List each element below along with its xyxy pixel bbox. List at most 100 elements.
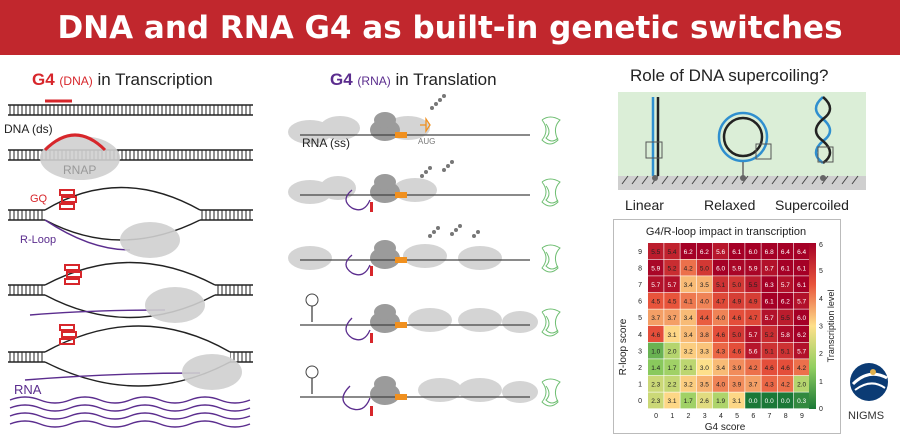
heatmap-cell-label: 6.3 (765, 282, 774, 289)
heatmap-cell-label: 6.0 (748, 249, 757, 256)
heatmap-cell-label: 5.1 (716, 282, 725, 289)
dna-gq-row3 (8, 186, 253, 258)
heatmap-cell (664, 375, 680, 392)
heatmap-cell (761, 326, 777, 342)
y-tick-label: 9 (638, 249, 642, 256)
heatmap-cell-label: 6.4 (781, 249, 790, 256)
heatmap-cell-label: 6.4 (797, 249, 806, 256)
heatmap-cell (680, 392, 696, 409)
heatmap-cell-label: 5.5 (781, 315, 790, 322)
heatmap-cell (696, 309, 713, 326)
heatmap-ylabel: R-loop score (618, 318, 629, 375)
heatmap-cell (777, 359, 794, 376)
heatmap-cell (648, 326, 664, 342)
heatmap-cell (761, 259, 777, 276)
heatmap-cell-label: 3.1 (732, 398, 741, 405)
heatmap-cell (696, 375, 713, 392)
supercoiled-dna (814, 96, 834, 181)
translation-row-3 (288, 224, 561, 276)
heatmap-cell-label: 6.8 (765, 249, 774, 256)
heatmap-cell-label: 5.0 (700, 265, 709, 272)
heatmap-cell-label: 3.5 (700, 282, 709, 289)
transcription-diagram (8, 99, 253, 428)
heatmap-cell-label: 3.1 (667, 398, 676, 405)
gq-label: GQ (30, 193, 48, 205)
heatmap-cell (712, 276, 729, 293)
heatmap-cell-label: 6.2 (700, 249, 709, 256)
relaxed-dna (717, 111, 772, 181)
heatmap-cell-label: 5.1 (765, 348, 774, 355)
heatmap-cell-label: 6.1 (765, 299, 774, 306)
dna-rloop-row4 (8, 261, 253, 323)
heatmap-cell (761, 292, 777, 309)
heatmap-cell-label: 6.2 (781, 299, 790, 306)
heatmap-cell-label: 5.8 (781, 332, 790, 339)
heatmap-cell-label: 5.0 (732, 282, 741, 289)
heatmap-cell (696, 359, 713, 376)
heatmap-cell (729, 259, 745, 276)
title-mol: (DNA) (59, 74, 93, 88)
heatmap-cell-label: 4.6 (732, 348, 741, 355)
rna-ss-label: RNA (ss) (302, 136, 350, 150)
title-mol: (RNA) (357, 74, 391, 88)
heatmap-cell (761, 375, 777, 392)
heatmap-cell (793, 326, 810, 342)
heatmap-cell (680, 243, 696, 259)
heatmap-cell-label: 4.6 (716, 332, 725, 339)
y-tick-label: 7 (638, 282, 642, 289)
x-tick-label: 2 (687, 413, 691, 420)
heatmap-cell-label: 3.4 (684, 282, 693, 289)
heatmap-cell (664, 392, 680, 409)
colorbar-tick-label: 2 (819, 351, 823, 358)
heatmap-cell (712, 326, 729, 342)
heatmap-cell (761, 359, 777, 376)
translation-title: G4 (RNA) in Translation (330, 70, 497, 90)
heatmap-cell (761, 392, 777, 409)
heatmap-cell-label: 5.6 (716, 249, 725, 256)
colorbar-tick-label: 4 (819, 296, 823, 303)
heatmap-cell-label: 5.2 (765, 332, 774, 339)
heatmap-cell (648, 243, 664, 259)
heatmap-cell-label: 0.0 (781, 398, 790, 405)
heatmap-cell-label: 0.0 (748, 398, 757, 405)
heatmap-cell (680, 342, 696, 359)
heatmap-cell (712, 342, 729, 359)
heatmap-cell (648, 342, 664, 359)
heatmap-cell-label: 3.5 (700, 382, 709, 389)
heatmap-cell-label: 3.9 (732, 382, 741, 389)
heatmap-cell-label: 2.3 (651, 398, 660, 405)
heatmap-cell (712, 259, 729, 276)
heatmap-cell-label: 3.3 (700, 348, 709, 355)
heatmap-cell (761, 309, 777, 326)
heatmap-cell (729, 243, 745, 259)
heatmap-cell-label: 4.5 (651, 299, 660, 306)
title-g4: G4 (330, 70, 353, 89)
linear-dna (645, 97, 663, 181)
heatmap-cell (680, 375, 696, 392)
x-tick-label: 5 (735, 413, 739, 420)
heatmap-cell-label: 1.0 (651, 348, 660, 355)
heatmap-cell-label: 2.2 (667, 382, 676, 389)
heatmap-cell-label: 3.4 (684, 315, 693, 322)
heatmap-cell-label: 5.5 (748, 282, 757, 289)
heatmap-cell-label: 0.0 (765, 398, 774, 405)
heatmap-cell (745, 342, 761, 359)
supercoiling-panel (618, 92, 866, 190)
heatmap-cell-label: 2.0 (667, 348, 676, 355)
y-tick-label: 5 (638, 315, 642, 322)
y-tick-label: 2 (638, 365, 642, 372)
heatmap-cell-label: 3.9 (732, 365, 741, 372)
colorbar (809, 243, 816, 409)
dna-ds-row1 (8, 99, 253, 116)
heatmap-cell-label: 3.1 (667, 332, 676, 339)
heatmap-cell-label: 3.4 (684, 332, 693, 339)
supercoiled-label: Supercoiled (775, 197, 849, 213)
heatmap-cell (729, 359, 745, 376)
heatmap-cell (777, 342, 794, 359)
y-tick-label: 1 (638, 382, 642, 389)
heatmap-cell-label: 2.6 (700, 398, 709, 405)
colorbar-tick-label: 3 (819, 324, 823, 331)
heatmap-cell-label: 5.7 (765, 265, 774, 272)
heatmap-cell-label: 1.7 (667, 365, 676, 372)
heatmap-cell (696, 243, 713, 259)
